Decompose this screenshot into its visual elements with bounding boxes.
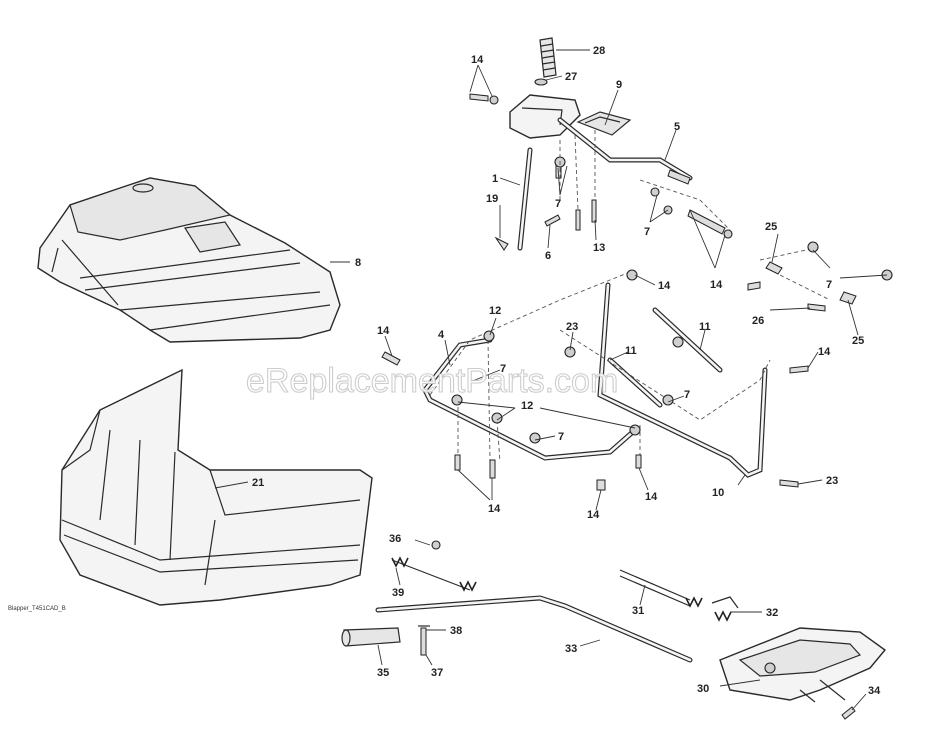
callout-31: 31 bbox=[632, 605, 644, 617]
callout-19: 19 bbox=[486, 193, 498, 205]
callout-5: 5 bbox=[674, 121, 680, 133]
callout-7: 7 bbox=[826, 279, 832, 291]
callout-39: 39 bbox=[392, 587, 404, 599]
callout-36: 36 bbox=[389, 533, 401, 545]
callout-38: 38 bbox=[450, 625, 462, 637]
callout-1: 1 bbox=[492, 173, 498, 185]
hood-part bbox=[37, 177, 341, 343]
callout-7: 7 bbox=[555, 198, 561, 210]
callout-23: 23 bbox=[566, 321, 578, 333]
callout-7: 7 bbox=[500, 363, 506, 375]
callout-35: 35 bbox=[377, 667, 389, 679]
callout-14: 14 bbox=[377, 325, 390, 337]
callout-21: 21 bbox=[252, 477, 264, 489]
callout-26: 26 bbox=[752, 315, 764, 327]
callout-37: 37 bbox=[431, 667, 443, 679]
callout-10: 10 bbox=[712, 487, 724, 499]
callout-12: 12 bbox=[521, 400, 533, 412]
callout-27: 27 bbox=[565, 71, 577, 83]
callout-14: 14 bbox=[471, 54, 484, 66]
callout-14: 14 bbox=[710, 279, 723, 291]
callout-25: 25 bbox=[765, 221, 777, 233]
lower-linkage bbox=[341, 540, 887, 720]
callout-14: 14 bbox=[818, 346, 831, 358]
frame-assembly bbox=[381, 241, 893, 491]
callout-7: 7 bbox=[684, 389, 690, 401]
callout-25: 25 bbox=[852, 335, 864, 347]
callout-9: 9 bbox=[616, 79, 622, 91]
callout-13: 13 bbox=[593, 242, 605, 254]
lever-assembly bbox=[469, 37, 733, 251]
callout-8: 8 bbox=[355, 257, 361, 269]
callout-34: 34 bbox=[868, 685, 881, 697]
callout-14: 14 bbox=[488, 503, 501, 515]
leader-lines bbox=[214, 49, 888, 711]
callout-11: 11 bbox=[625, 345, 637, 357]
callout-32: 32 bbox=[766, 607, 778, 619]
callout-4: 4 bbox=[438, 329, 445, 341]
callout-28: 28 bbox=[593, 45, 605, 57]
callout-30: 30 bbox=[697, 683, 709, 695]
callout-14: 14 bbox=[645, 491, 658, 503]
callout-33: 33 bbox=[565, 643, 577, 655]
callout-7: 7 bbox=[644, 226, 650, 238]
watermark-text: eReplacementParts.com bbox=[246, 362, 618, 400]
callout-6: 6 bbox=[545, 250, 551, 262]
callout-labels: 28 27 9 14 5 1 7 19 13 6 7 14 25 7 8 26 … bbox=[252, 45, 881, 697]
drawing-code: Blapper_T451CAD_B bbox=[8, 606, 66, 612]
callout-14: 14 bbox=[587, 509, 600, 521]
callout-23: 23 bbox=[826, 475, 838, 487]
callout-12: 12 bbox=[489, 305, 501, 317]
callout-11: 11 bbox=[699, 321, 711, 333]
callout-14: 14 bbox=[658, 280, 671, 292]
callout-7: 7 bbox=[558, 431, 564, 443]
